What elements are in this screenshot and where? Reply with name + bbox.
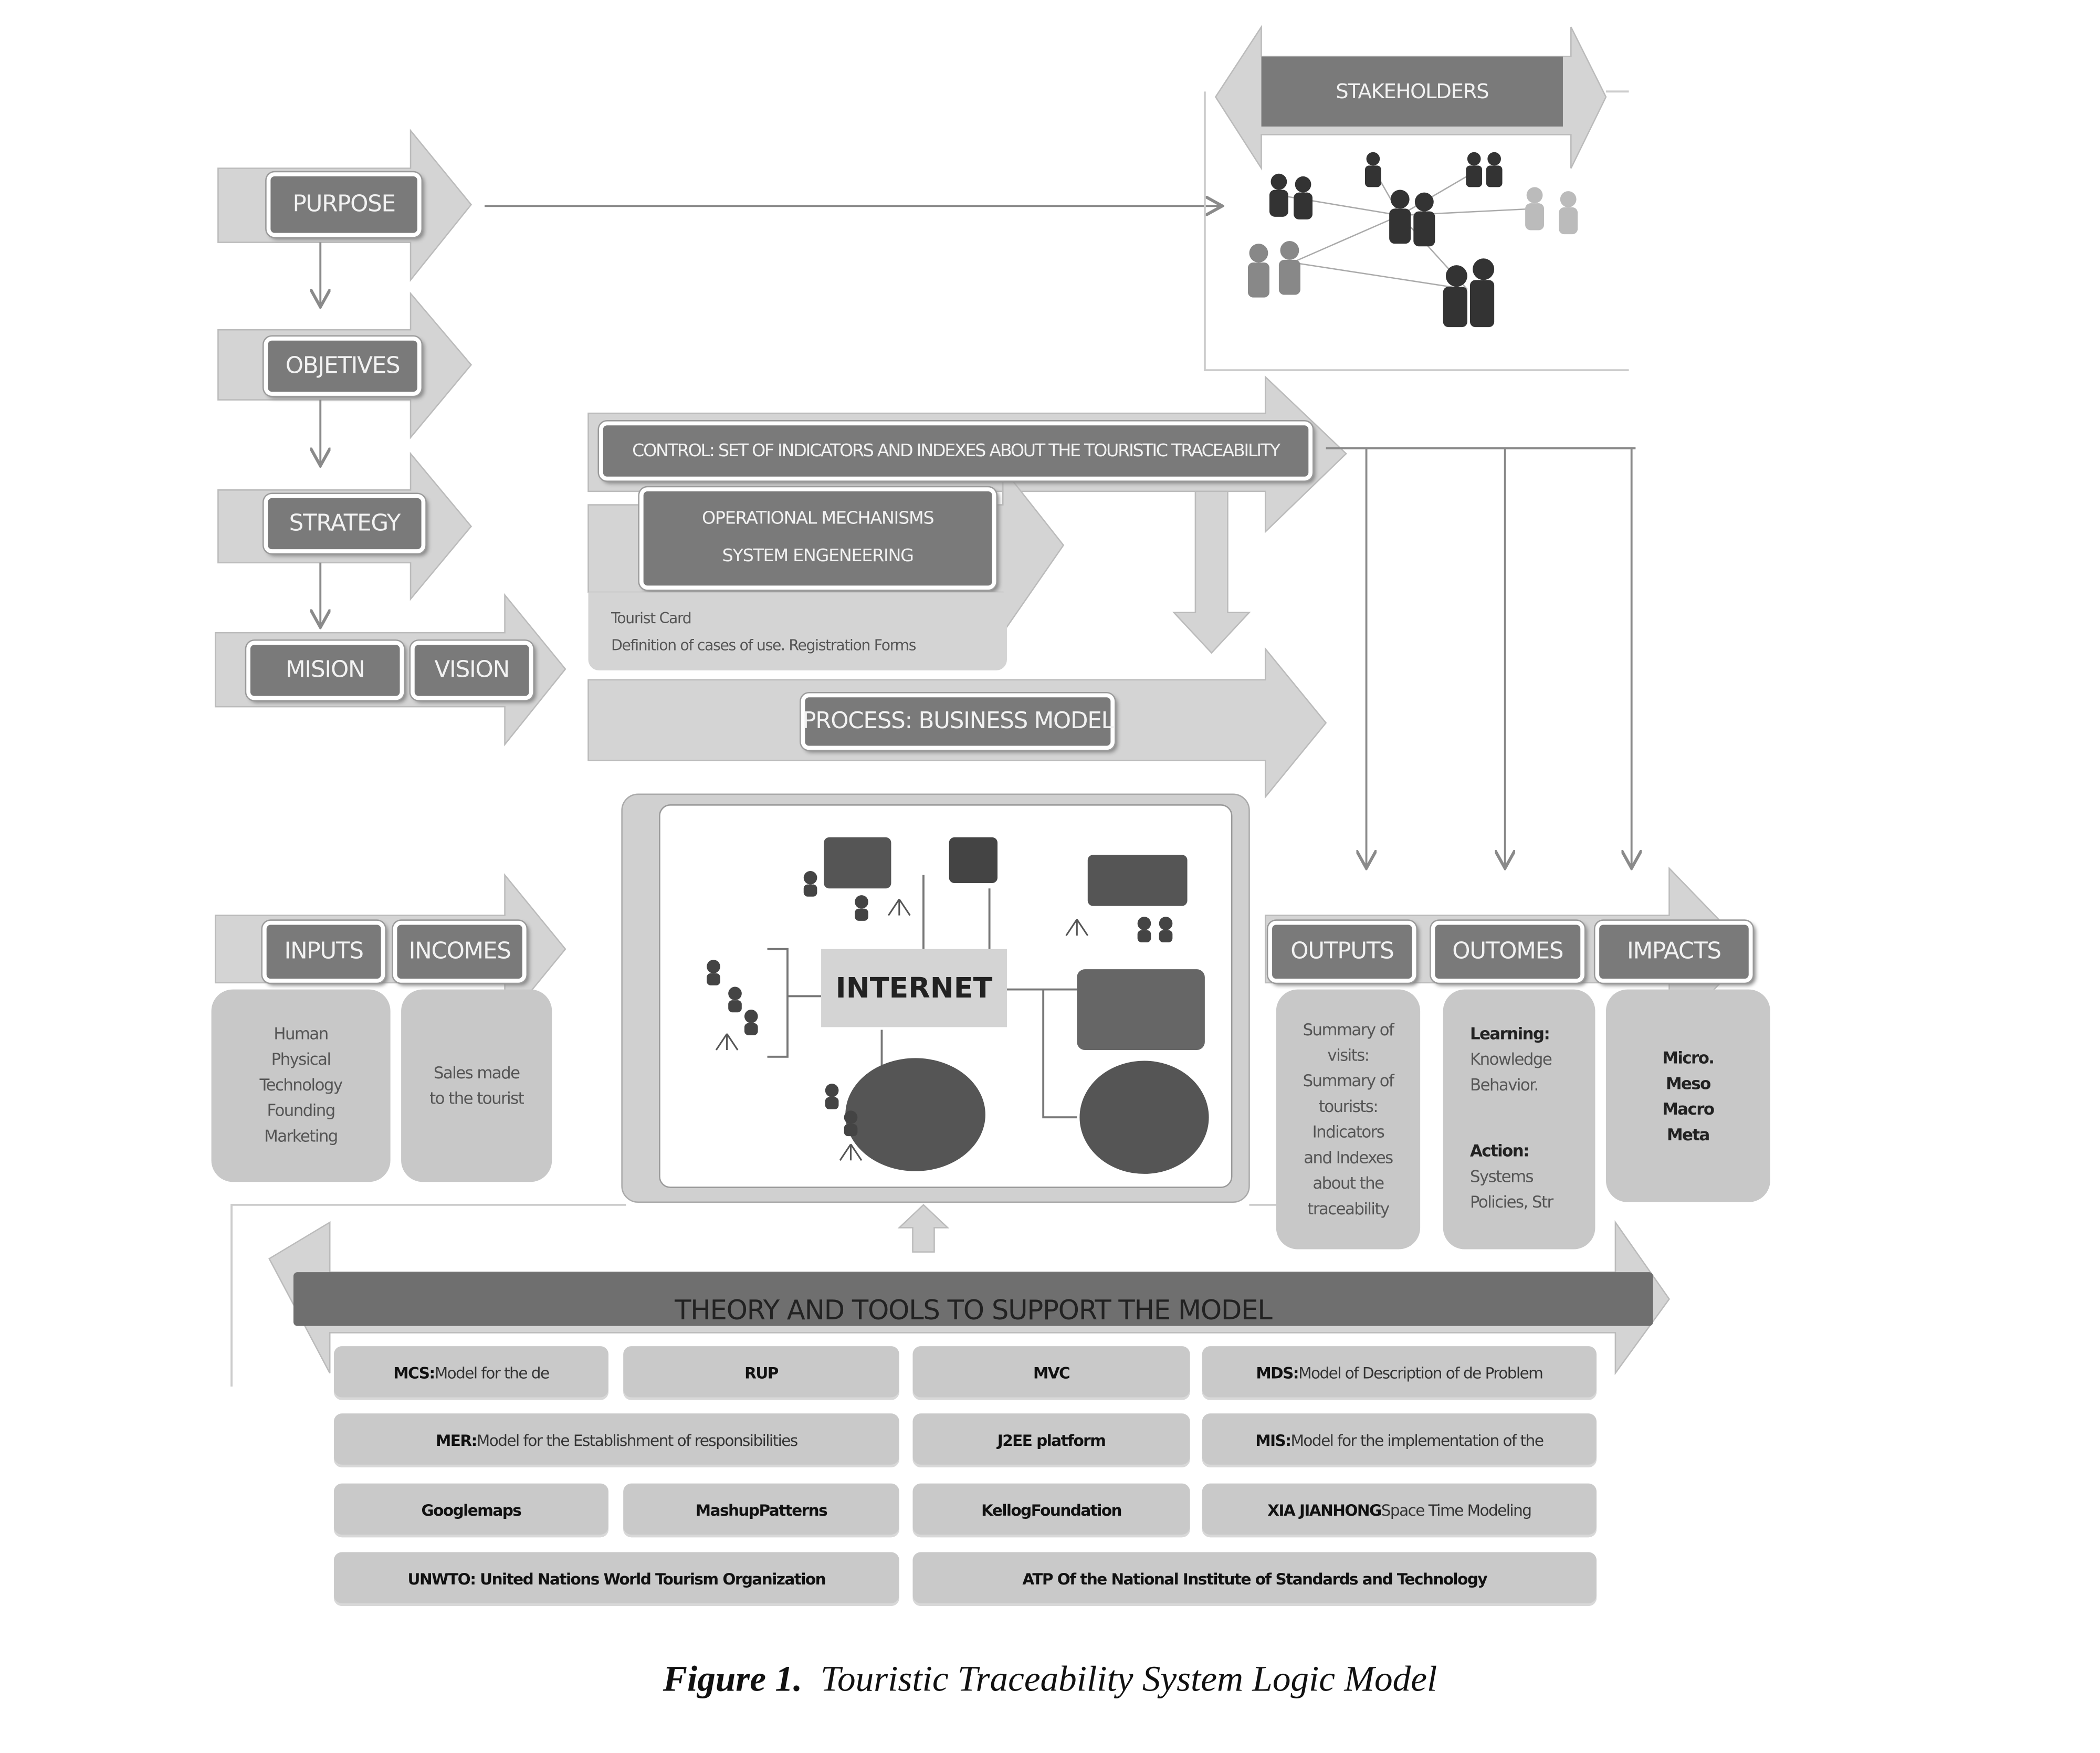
tool-kellog: KellogFoundation bbox=[912, 1483, 1190, 1538]
impact-item: Micro. bbox=[1662, 1048, 1715, 1068]
figure-caption: Figure 1. Touristic Traceability System … bbox=[0, 1658, 2100, 1700]
inputs-list: Human Physical Technology Founding Marke… bbox=[211, 989, 391, 1182]
learning-title: Learning: bbox=[1469, 1024, 1550, 1044]
vision-box: VISION bbox=[411, 641, 533, 700]
objectives-box: OBJETIVES bbox=[264, 337, 422, 396]
inputs-box: INPUTS bbox=[262, 920, 385, 983]
outcomes-box: OUTOMES bbox=[1431, 920, 1584, 983]
impact-item: Meta bbox=[1666, 1125, 1710, 1145]
internet-up-arrow bbox=[897, 1204, 950, 1253]
tool-j2ee: J2EE platform bbox=[912, 1413, 1190, 1467]
tool-mis: MIS: Model for the implementation of the bbox=[1202, 1413, 1597, 1467]
tool-unwto: UNWTO: United Nations World Tourism Orga… bbox=[333, 1552, 899, 1606]
operational-line2: SYSTEM ENGENEERING bbox=[722, 547, 914, 567]
incomes-box: INCOMES bbox=[393, 920, 527, 983]
outcomes-list: Learning: Knowledge Behavior. Action: Sy… bbox=[1443, 989, 1595, 1250]
action-title: Action: bbox=[1469, 1141, 1529, 1161]
impacts-box: IMPACTS bbox=[1595, 920, 1753, 983]
figure-number: Figure 1. bbox=[663, 1658, 803, 1699]
impact-item: Macro bbox=[1662, 1099, 1715, 1119]
tool-mashup: MashupPatterns bbox=[623, 1483, 899, 1538]
inputs-arrow bbox=[214, 873, 566, 1025]
tool-xia: XIA JIANHONG Space Time Modeling bbox=[1202, 1483, 1597, 1538]
figure-title: Touristic Traceability System Logic Mode… bbox=[820, 1658, 1437, 1699]
tool-mcs: MCS: Model for the de bbox=[333, 1346, 608, 1400]
tool-googlemaps: Googlemaps bbox=[333, 1483, 608, 1538]
tourist-card-text: Tourist Card bbox=[611, 610, 692, 627]
input-item: Human bbox=[274, 1024, 329, 1044]
input-item: Founding bbox=[267, 1101, 335, 1120]
incomes-text: Sales made bbox=[433, 1063, 520, 1082]
output-item: Summary of bbox=[1303, 1070, 1394, 1090]
purpose-box: PURPOSE bbox=[266, 172, 422, 237]
output-item: tourists: bbox=[1318, 1096, 1379, 1116]
output-item: Summary of bbox=[1303, 1020, 1394, 1039]
cases-of-use-text: Definition of cases of use. Registration… bbox=[611, 636, 916, 655]
output-item: and Indexes bbox=[1304, 1147, 1393, 1167]
impact-item: Meso bbox=[1665, 1074, 1711, 1094]
stakeholders-label: STAKEHOLDERS bbox=[1261, 56, 1563, 127]
users-icon bbox=[707, 870, 1173, 1137]
connector-lines bbox=[230, 90, 1635, 1387]
tool-atp: ATP Of the National Institute of Standar… bbox=[912, 1552, 1597, 1606]
outcome-item: Knowledge bbox=[1469, 1049, 1552, 1069]
outputs-list: Summary of visits: Summary of tourists: … bbox=[1276, 989, 1421, 1250]
outcome-item: Behavior. bbox=[1469, 1075, 1539, 1095]
control-down-arrow bbox=[1172, 490, 1251, 654]
input-item: Marketing bbox=[264, 1127, 338, 1146]
input-item: Physical bbox=[271, 1049, 331, 1069]
output-item: traceability bbox=[1307, 1199, 1390, 1218]
outputs-box: OUTPUTS bbox=[1268, 920, 1416, 983]
impacts-list: Micro. Meso Macro Meta bbox=[1605, 989, 1770, 1202]
operational-line1: OPERATIONAL MECHANISMS bbox=[701, 509, 934, 529]
tool-mvc: MVC bbox=[912, 1346, 1190, 1400]
mision-box: MISION bbox=[246, 641, 404, 700]
process-label: PROCESS: BUSINESS MODEL bbox=[801, 693, 1115, 750]
control-label: CONTROL: SET OF INDICATORS AND INDEXES A… bbox=[599, 421, 1312, 481]
outcome-item: Systems bbox=[1469, 1167, 1534, 1186]
input-item: Technology bbox=[259, 1075, 343, 1095]
incomes-text-box: Sales made to the tourist bbox=[401, 989, 552, 1182]
incomes-text: to the tourist bbox=[429, 1088, 524, 1107]
internet-links bbox=[767, 875, 1077, 1119]
computer-scene-icon bbox=[824, 837, 1209, 1174]
strategy-box: STRATEGY bbox=[264, 494, 426, 553]
tool-mds: MDS:Model of Description of de Problem bbox=[1202, 1346, 1597, 1400]
internet-box: INTERNET bbox=[821, 949, 1007, 1027]
tool-rup: RUP bbox=[623, 1346, 899, 1400]
operational-box: OPERATIONAL MECHANISMS SYSTEM ENGENEERIN… bbox=[639, 487, 996, 590]
operational-detail: Tourist Card Definition of cases of use.… bbox=[588, 592, 1007, 670]
outcome-item: Policies, Str bbox=[1469, 1192, 1553, 1212]
output-item: visits: bbox=[1327, 1045, 1370, 1064]
tool-mer: MER: Model for the Establishment of resp… bbox=[333, 1413, 899, 1467]
theory-bar: THEORY AND TOOLS TO SUPPORT THE MODEL bbox=[293, 1272, 1653, 1326]
output-item: Indicators bbox=[1312, 1122, 1385, 1141]
network-hierarchy-icon bbox=[715, 898, 1089, 1161]
output-item: about the bbox=[1312, 1173, 1384, 1192]
people-network-icon bbox=[1247, 152, 1578, 328]
